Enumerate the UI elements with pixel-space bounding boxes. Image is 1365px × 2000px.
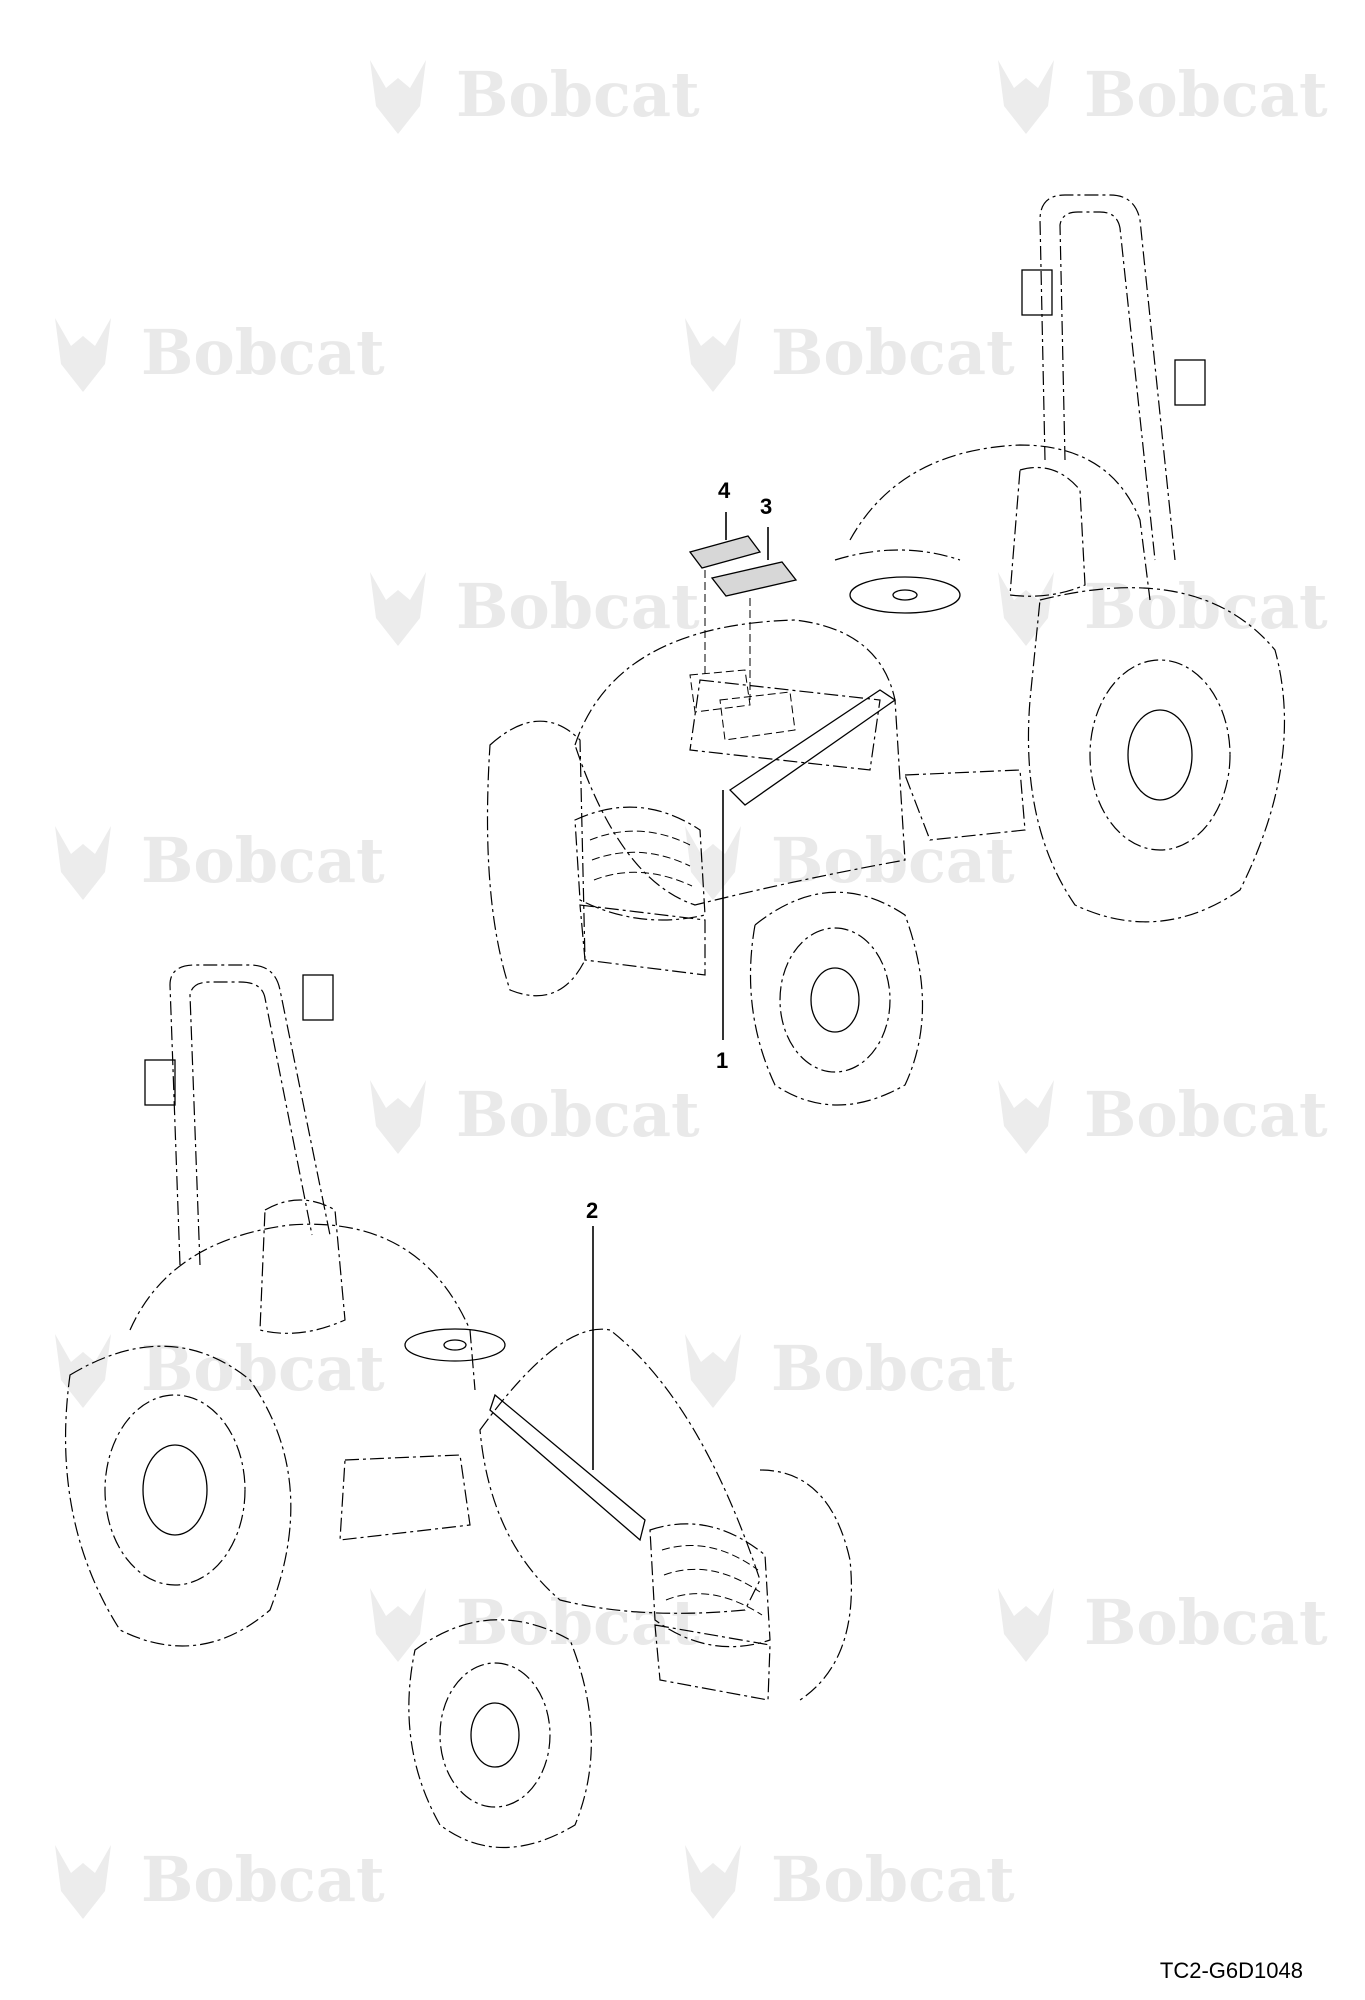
watermark-logo: Bobcat <box>370 1078 700 1154</box>
svg-text:Bobcat: Bobcat <box>141 316 385 389</box>
svg-text:Bobcat: Bobcat <box>141 824 385 897</box>
decal-part-4 <box>688 535 762 569</box>
svg-text:Bobcat: Bobcat <box>771 1332 1015 1405</box>
watermark-logo: Bobcat <box>370 570 700 646</box>
svg-text:Bobcat: Bobcat <box>141 1843 385 1916</box>
svg-text:Bobcat: Bobcat <box>1084 58 1328 131</box>
svg-text:Bobcat: Bobcat <box>456 570 700 643</box>
svg-text:Bobcat: Bobcat <box>1084 1586 1328 1659</box>
svg-text:Bobcat: Bobcat <box>1084 570 1328 643</box>
svg-text:Bobcat: Bobcat <box>141 1332 385 1405</box>
watermark-logo: Bobcat <box>998 58 1328 134</box>
watermark-logo: Bobcat <box>998 1586 1328 1662</box>
tractor-lower-illustration <box>64 964 853 1848</box>
watermark-logo: Bobcat <box>998 570 1328 646</box>
watermark-logo: Bobcat <box>55 824 385 900</box>
watermark-logo: Bobcat <box>685 1332 1015 1408</box>
watermark-logo: Bobcat <box>55 316 385 392</box>
callout-label-4: 4 <box>718 478 731 503</box>
svg-text:Bobcat: Bobcat <box>456 1078 700 1151</box>
watermark-logo: Bobcat <box>685 316 1015 392</box>
watermark-logo: Bobcat <box>685 1843 1015 1919</box>
svg-text:Bobcat: Bobcat <box>771 1843 1015 1916</box>
svg-text:Bobcat: Bobcat <box>771 316 1015 389</box>
watermark-logo: Bobcat <box>370 1586 700 1662</box>
watermark-logo: Bobcat <box>55 1332 385 1408</box>
tractor-upper-illustration <box>486 194 1286 1106</box>
leader-lines <box>592 512 769 1470</box>
svg-text:Bobcat: Bobcat <box>456 58 700 131</box>
callout-label-1: 1 <box>716 1048 728 1073</box>
watermark-logo: Bobcat <box>370 58 700 134</box>
callout-label-2: 2 <box>586 1198 598 1223</box>
svg-text:Bobcat: Bobcat <box>1084 1078 1328 1151</box>
watermark-logo: Bobcat <box>55 1843 385 1919</box>
watermark-logo: Bobcat <box>998 1078 1328 1154</box>
watermark-logo: Bobcat <box>685 824 1015 900</box>
svg-text:Bobcat: Bobcat <box>456 1586 700 1659</box>
drawing-code: TC2-G6D1048 <box>1160 1958 1303 1983</box>
decal-part-3 <box>710 561 798 597</box>
watermark-layer: Bobcat Bobcat Bobcat Bobcat Bobcat Bobca… <box>55 58 1328 1919</box>
svg-text:Bobcat: Bobcat <box>771 824 1015 897</box>
callout-label-3: 3 <box>760 494 772 519</box>
